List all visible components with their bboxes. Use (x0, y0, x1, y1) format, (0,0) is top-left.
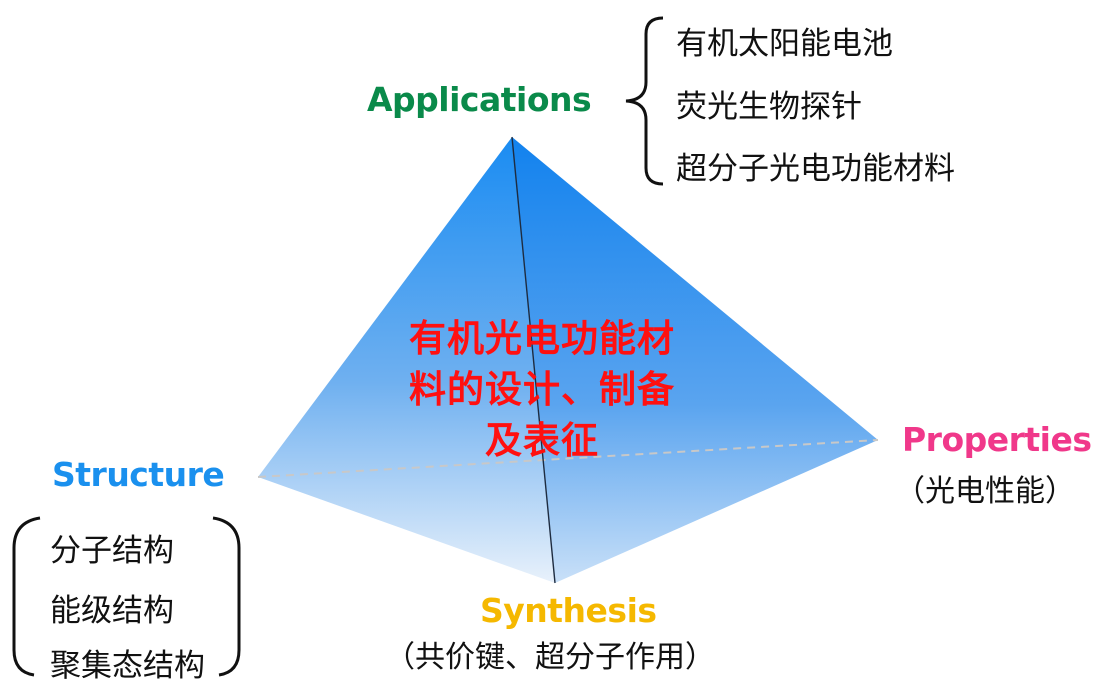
structure-left-bracket (12, 516, 41, 677)
properties-subtitle: （光电性能） (895, 474, 1075, 509)
left-brace-applications (625, 16, 664, 186)
structure-title: Structure (52, 455, 225, 494)
applications-title: Applications (367, 80, 592, 119)
applications-item: 荧光生物探针 (676, 89, 862, 125)
center-title: 有机光电功能材料的设计、制备及表征 (409, 317, 675, 462)
structure-item: 能级结构 (50, 593, 174, 629)
properties-title: Properties (902, 420, 1092, 459)
synthesis-subtitle: （共价键、超分子作用） (385, 640, 715, 675)
front-edge (511, 136, 556, 584)
synthesis-title: Synthesis (480, 591, 657, 630)
structure-right-bracket (212, 516, 241, 677)
hidden-edge (257, 439, 879, 478)
applications-item: 超分子光电功能材料 (676, 151, 955, 187)
pyramid-right-face (512, 137, 878, 583)
pyramid-left-face (258, 137, 555, 583)
applications-item: 有机太阳能电池 (676, 26, 893, 62)
structure-item: 分子结构 (50, 533, 174, 569)
structure-item: 聚集态结构 (50, 648, 205, 684)
